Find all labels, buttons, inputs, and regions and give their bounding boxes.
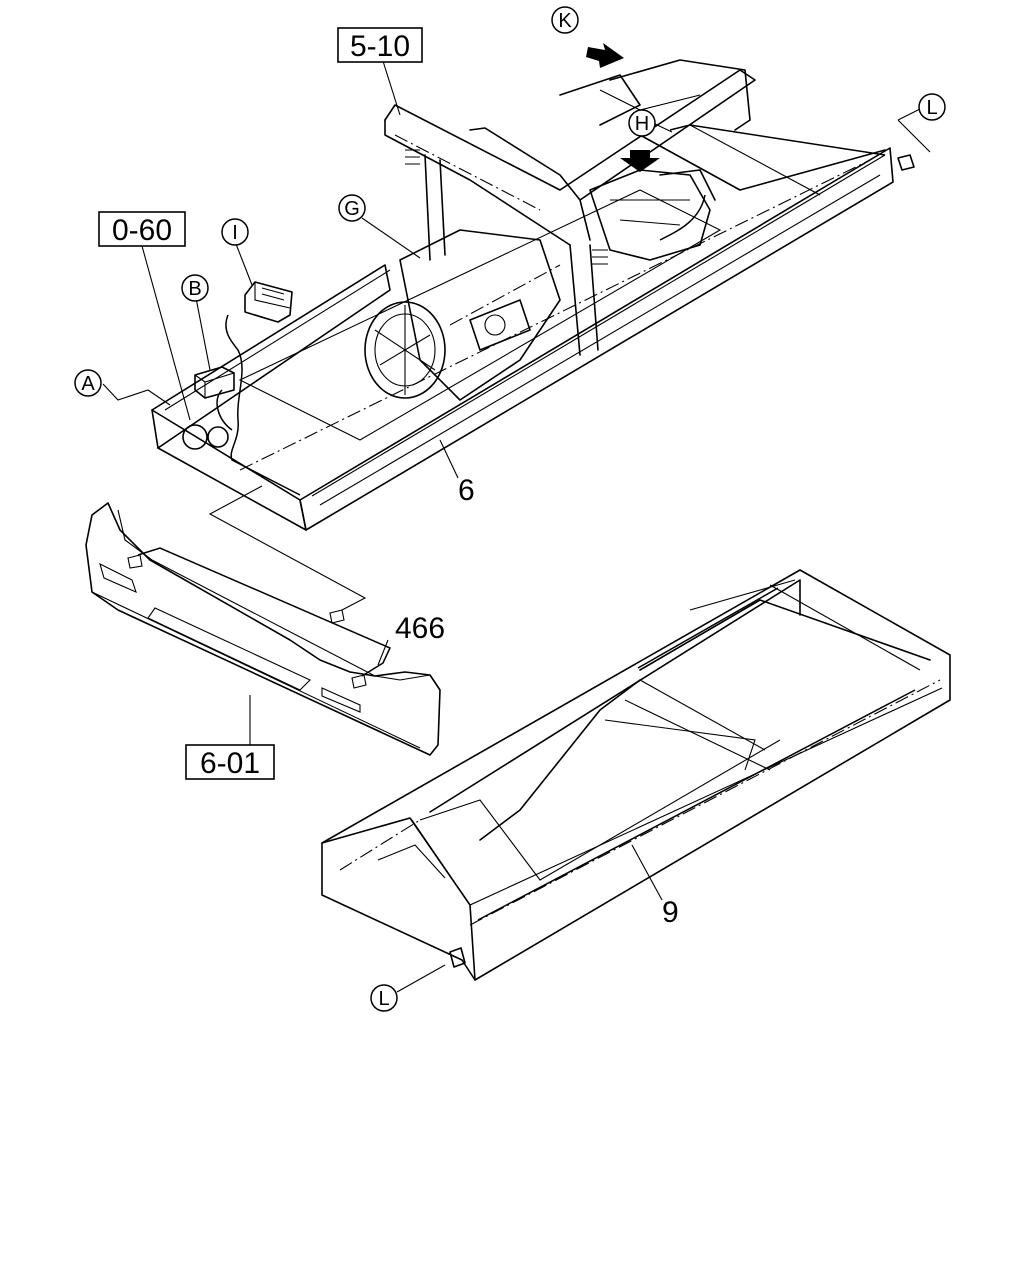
callout-k-label: K: [558, 10, 572, 32]
callout-g-label: G: [344, 198, 360, 220]
wire-harness-front: [216, 124, 886, 496]
ref-box-5-10: 5-10: [337, 27, 423, 63]
part-number-9: 9: [662, 896, 679, 929]
callout-h-label: H: [635, 113, 649, 135]
connector-block-i: [244, 281, 293, 323]
callout-g: G: [338, 194, 366, 222]
bracket-a: [182, 424, 229, 450]
leader-lines: [102, 57, 673, 901]
ref-box-5-10-label: 5-10: [350, 30, 410, 63]
upper-chassis-frame: [151, 59, 894, 531]
front-bumper: [85, 485, 441, 756]
ref-box-6-01-label: 6-01: [200, 747, 260, 780]
ref-box-0-60: 0-60: [98, 211, 186, 247]
connector-l-bottom: [396, 947, 466, 993]
part-number-6: 6: [458, 474, 475, 507]
callout-l-bottom: L: [370, 984, 398, 1012]
lower-chassis-frame: [321, 569, 951, 981]
direction-arrows: [586, 43, 660, 172]
engine-assembly: [364, 169, 716, 401]
ref-box-0-60-label: 0-60: [112, 214, 172, 247]
callout-a-label: A: [81, 373, 95, 395]
callout-b-label: B: [188, 278, 201, 300]
callout-l-top-label: L: [926, 97, 937, 119]
relay-b: [194, 366, 235, 399]
callout-l-bottom-label: L: [378, 988, 389, 1010]
ref-box-6-01: 6-01: [185, 744, 275, 780]
callout-i-label: I: [232, 222, 238, 244]
callout-i: I: [221, 218, 249, 246]
callout-l-top: L: [918, 93, 946, 121]
callout-h: H: [628, 109, 656, 137]
part-number-466: 466: [395, 612, 445, 645]
callout-b: B: [181, 274, 209, 302]
callout-k: K: [551, 6, 579, 34]
callout-a: A: [74, 369, 102, 397]
